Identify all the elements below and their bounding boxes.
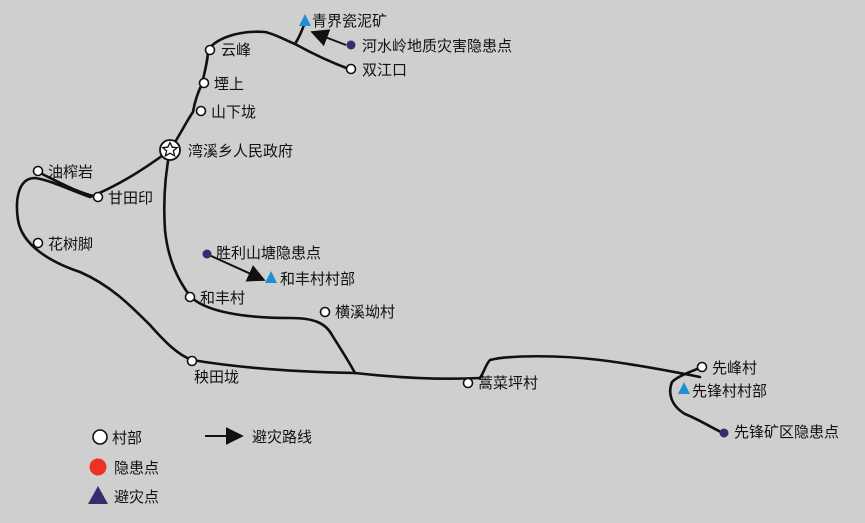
label-heshuiling: 河水岭地质灾害隐患点 bbox=[362, 37, 512, 55]
label-government: 湾溪乡人民政府 bbox=[188, 142, 293, 160]
legend-route-label: 避灾路线 bbox=[252, 428, 312, 446]
legend-hazard-icon bbox=[89, 458, 107, 476]
hazard-markers bbox=[202, 40, 729, 438]
legend: 村部 避灾路线 隐患点 避灾点 bbox=[88, 427, 312, 506]
village-marker-xianfengcun bbox=[696, 361, 708, 373]
village-marker-youzhayan bbox=[32, 165, 44, 177]
hazard-marker-heshuiling bbox=[346, 40, 356, 50]
label-yunfeng: 云峰 bbox=[221, 41, 251, 59]
road-north-east bbox=[293, 42, 351, 71]
legend-shelter-triangle-icon bbox=[88, 486, 108, 504]
label-yangtianlong: 秧田垅 bbox=[194, 368, 239, 386]
shelter-triangle-icon-xianfeng bbox=[678, 382, 690, 394]
legend-village-icon bbox=[92, 429, 108, 445]
village-marker-yangtianlong bbox=[186, 355, 198, 367]
label-shanxialong: 山下垅 bbox=[211, 103, 256, 121]
label-xianfengkuang: 先锋矿区隐患点 bbox=[734, 423, 839, 441]
government-star-icon bbox=[159, 139, 181, 161]
map-labels: 青界瓷泥矿 河水岭地质灾害隐患点 云峰 双江口 堙上 山下垅 湾溪乡人民政府 油… bbox=[48, 12, 839, 441]
hazard-marker-shengli bbox=[202, 249, 212, 259]
label-hefengcunbu: 和丰村村部 bbox=[280, 270, 355, 288]
label-qingjie: 青界瓷泥矿 bbox=[312, 12, 387, 30]
label-shengli: 胜利山塘隐患点 bbox=[216, 244, 321, 262]
village-marker-hefengcun bbox=[184, 291, 196, 303]
label-xianfengcunbu: 先锋村村部 bbox=[692, 382, 767, 400]
legend-hazard-label: 隐患点 bbox=[114, 459, 159, 477]
shelter-triangle-icon-hefeng bbox=[265, 271, 277, 283]
evac-arrow-heshuiling bbox=[310, 29, 347, 47]
label-gantianyin: 甘田印 bbox=[108, 189, 153, 207]
label-huashujiao: 花树脚 bbox=[48, 235, 93, 253]
legend-village-label: 村部 bbox=[112, 429, 142, 447]
legend-shelter-label: 避灾点 bbox=[114, 488, 159, 506]
shelter-markers bbox=[265, 14, 690, 394]
label-xianfengcun: 先峰村 bbox=[712, 359, 757, 377]
village-markers bbox=[32, 44, 708, 389]
village-marker-hengxiaoaocun bbox=[319, 306, 331, 318]
shelter-triangle-icon-qingjie bbox=[299, 14, 311, 26]
village-marker-huashujiao bbox=[32, 237, 44, 249]
village-marker-gantianyin bbox=[92, 191, 104, 203]
label-hefengcun: 和丰村 bbox=[200, 289, 245, 307]
label-shuangjiangkou: 双江口 bbox=[362, 61, 407, 79]
road-main-south bbox=[162, 148, 192, 298]
road-gantian bbox=[36, 170, 99, 199]
evac-arrow-shengli bbox=[208, 254, 266, 282]
village-marker-yunfeng bbox=[204, 44, 216, 56]
label-hengxiaoaocun: 横溪坳村 bbox=[335, 303, 395, 321]
label-gaocaipingcun: 蒿菜坪村 bbox=[478, 374, 538, 392]
village-marker-shanxialong bbox=[195, 105, 207, 117]
label-yanshang: 堙上 bbox=[214, 75, 244, 93]
road-west-loop bbox=[15, 148, 194, 362]
hazard-marker-xianfengkuang bbox=[719, 428, 729, 438]
road-hefeng-east bbox=[188, 294, 357, 375]
village-marker-gaocaipingcun bbox=[462, 377, 474, 389]
road-main-east bbox=[190, 354, 702, 381]
village-marker-yanshang bbox=[198, 77, 210, 89]
label-youzhayan: 油榨岩 bbox=[48, 163, 93, 181]
road-xianfeng-branch bbox=[668, 365, 725, 435]
village-marker-shuangjiangkou bbox=[345, 63, 357, 75]
road-network bbox=[15, 20, 725, 435]
